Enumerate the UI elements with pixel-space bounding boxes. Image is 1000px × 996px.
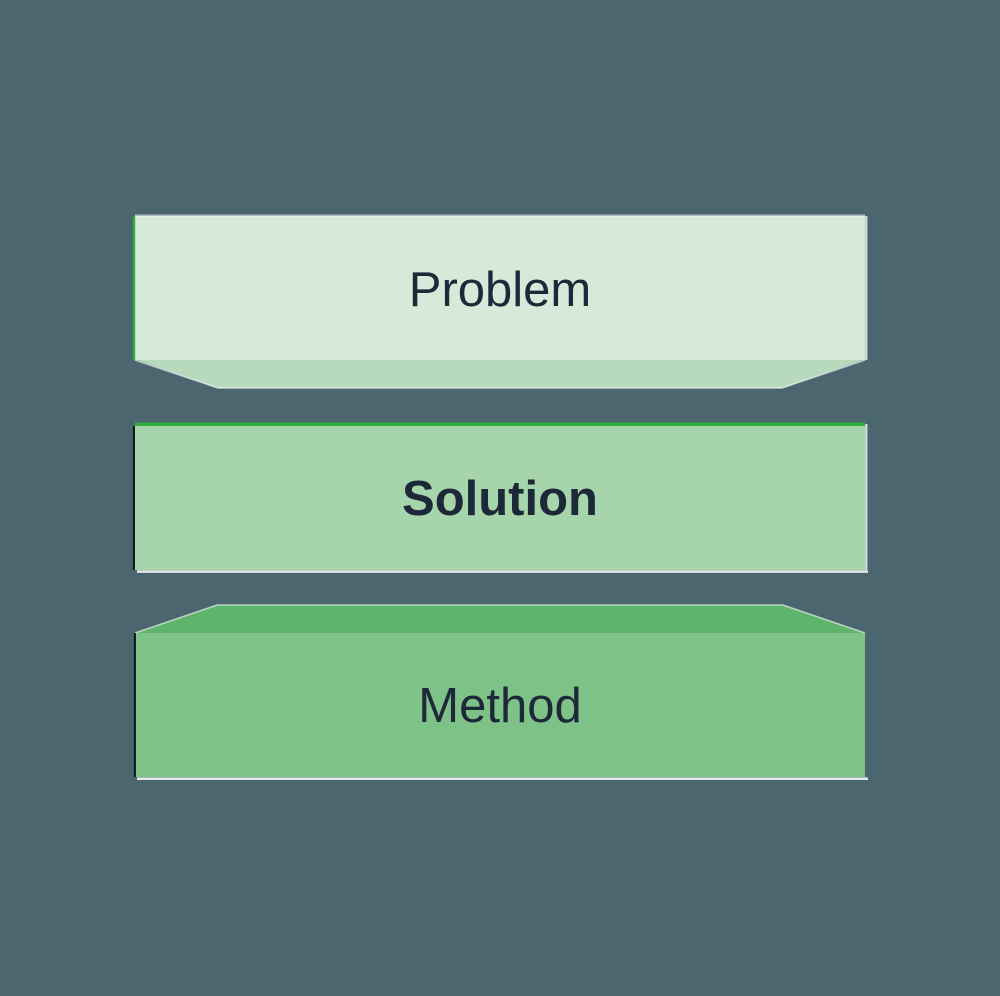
problem-bottom-face (135, 359, 865, 388)
layer-method: Method (133, 604, 868, 781)
problem-label: Problem (409, 263, 591, 317)
solution-label: Solution (402, 472, 598, 526)
solution-front-face (135, 426, 865, 570)
problem-front-face (135, 216, 865, 360)
solution-top-accent-line (135, 422, 865, 427)
layer-solution: Solution (132, 422, 868, 573)
method-top-face (135, 605, 865, 633)
layer-problem: Problem (132, 214, 868, 389)
method-front-face (136, 633, 865, 777)
method-topside-highlight (134, 604, 866, 634)
method-label: Method (418, 679, 581, 733)
problem-underside-highlight (134, 359, 866, 389)
